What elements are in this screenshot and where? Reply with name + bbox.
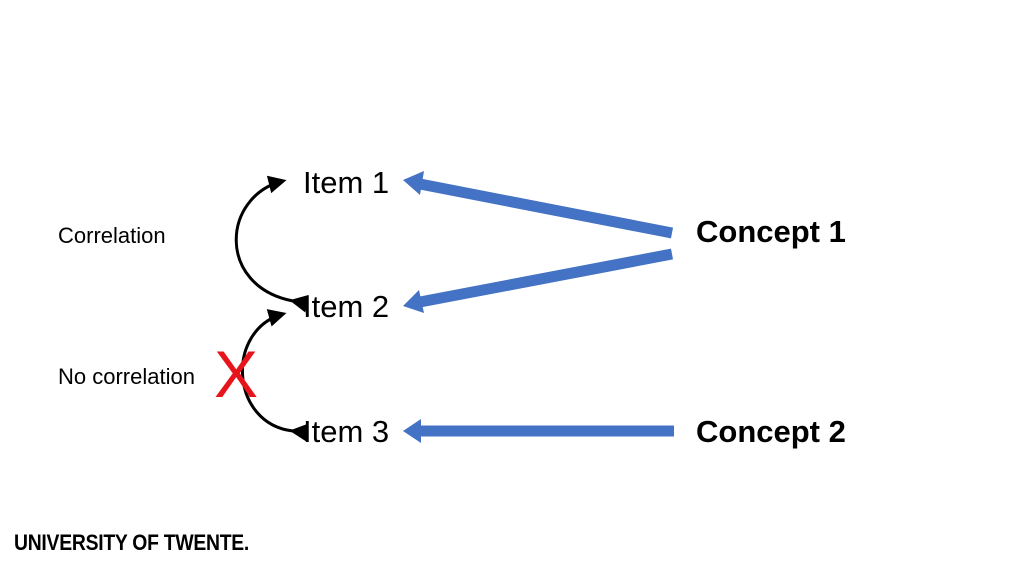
no-correlation-curve xyxy=(240,309,309,442)
item-3-label: Item 3 xyxy=(303,414,390,449)
no-correlation-label: No correlation xyxy=(58,364,195,389)
arrowhead-item1 xyxy=(403,171,424,195)
arrowhead-item3 xyxy=(403,419,421,443)
university-logo: UNIVERSITY OF TWENTE. xyxy=(14,530,250,555)
concept-2-label: Concept 2 xyxy=(696,414,846,449)
arrowhead-item2 xyxy=(403,290,424,313)
arrow-concept1-item1 xyxy=(418,178,674,239)
correlation-label: Correlation xyxy=(58,223,166,248)
concept-1-label: Concept 1 xyxy=(696,214,846,249)
cross-mark-icon: X xyxy=(214,337,259,411)
correlation-curve xyxy=(234,175,309,313)
arrow-concept1-item2 xyxy=(418,248,674,308)
item-1-label: Item 1 xyxy=(303,165,390,200)
item-2-label: Item 2 xyxy=(303,289,390,324)
